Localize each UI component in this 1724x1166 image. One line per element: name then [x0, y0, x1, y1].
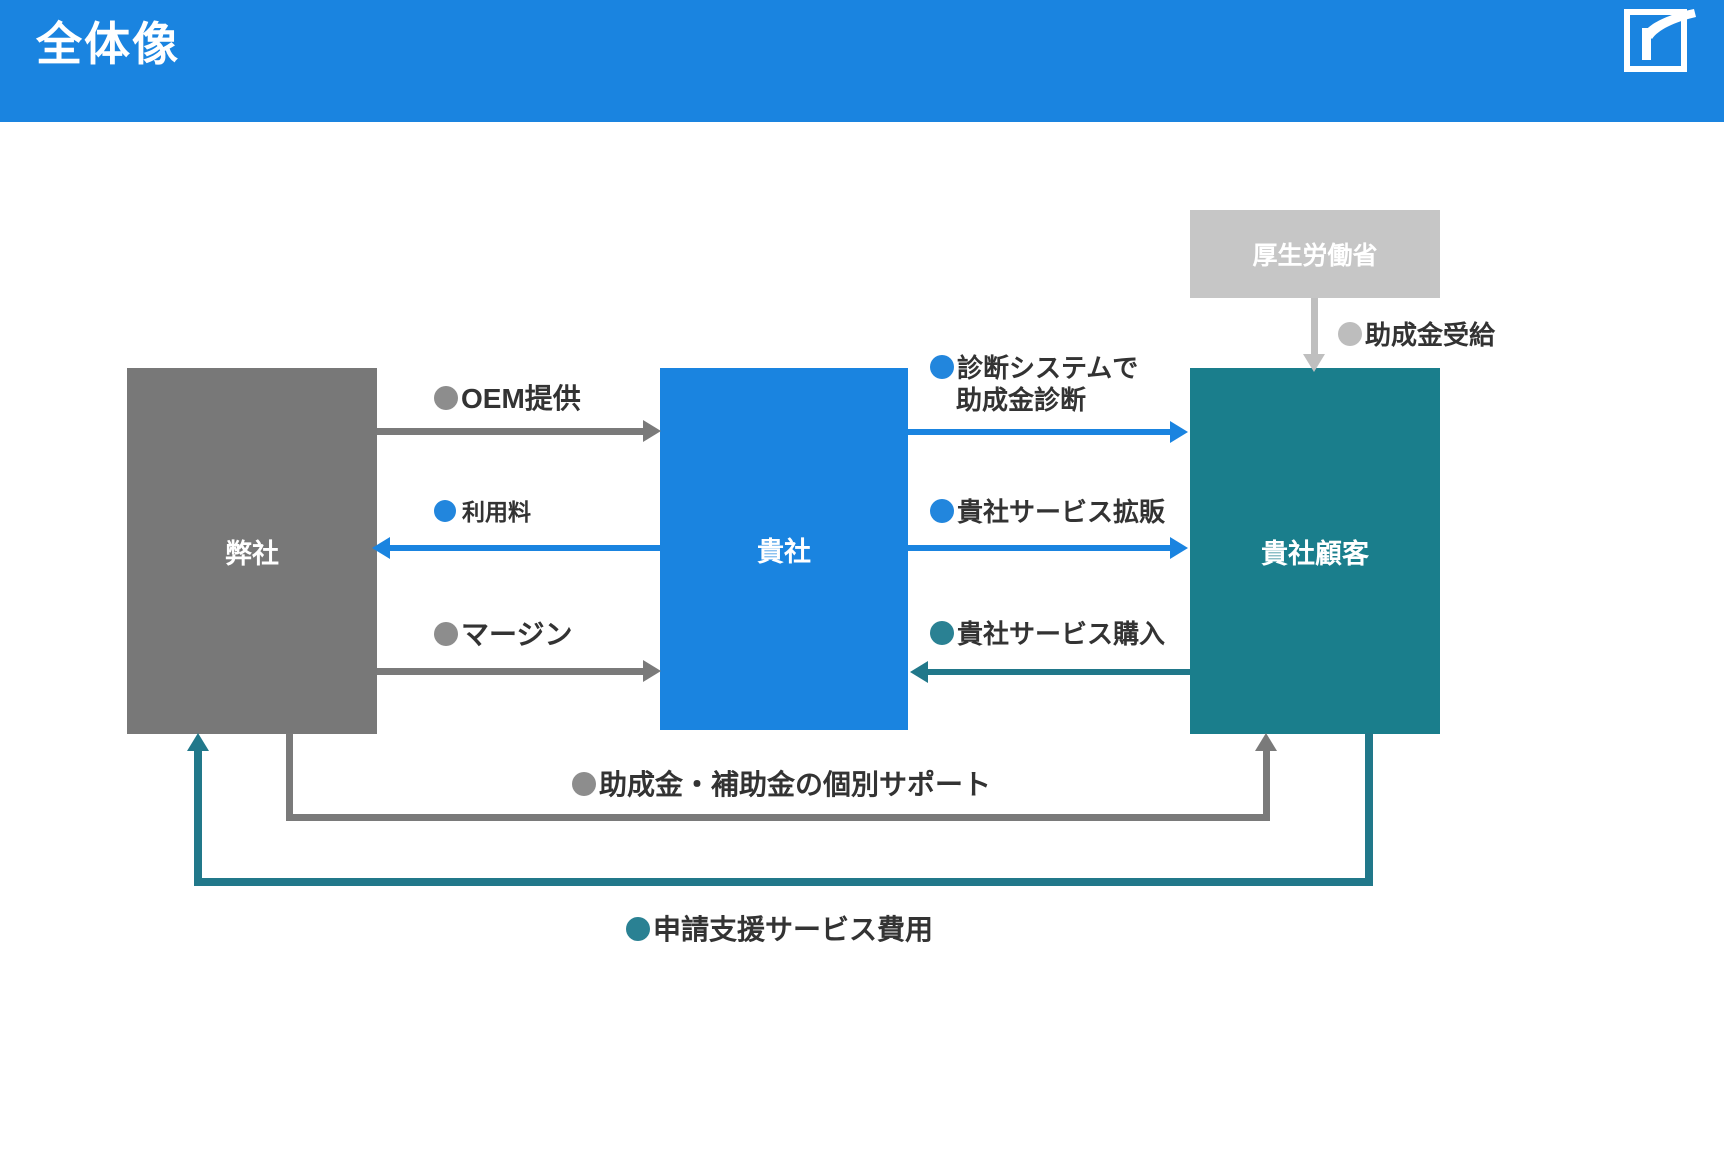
flow-service-purchase-arrowhead [910, 661, 928, 683]
node-mhlw[interactable]: 厚生労働省 [1190, 210, 1440, 298]
flow-margin-arrowhead [643, 660, 661, 682]
flow-subsidy-receipt-label: 助成金受給 [1338, 320, 1495, 352]
flow-usage-fee-arrowhead [372, 537, 390, 559]
flow-diagnosis-arrowhead [1170, 421, 1188, 443]
flow-individual-support-seg-horizontal [286, 814, 1270, 821]
flow-expand-sales-label: 貴社サービス拡販 [930, 497, 1165, 529]
node-our-company[interactable]: 弊社 [127, 368, 377, 734]
flow-individual-support-label: 助成金・補助金の個別サポート [572, 768, 991, 802]
flow-usage-fee-label: 利用料 [434, 498, 531, 526]
bullet-icon-blue [930, 355, 954, 379]
flow-margin-label: マージン [434, 618, 572, 652]
flow-expand-sales-line [908, 545, 1172, 551]
flow-application-fee-seg-down [1365, 733, 1373, 885]
flow-diagnosis-line [908, 429, 1172, 435]
flow-oem-line [377, 428, 645, 435]
flow-application-fee-label: 申請支援サービス費用 [626, 913, 933, 947]
slide-header: 全体像 [0, 0, 1724, 122]
flow-application-fee-arrowhead [187, 733, 209, 751]
bullet-icon-blue [434, 500, 456, 522]
bullet-icon-light-gray [1338, 322, 1362, 346]
flow-usage-fee-line [390, 545, 660, 551]
bullet-icon-teal [930, 621, 954, 645]
page-title: 全体像 [36, 18, 180, 70]
bullet-icon-blue [930, 499, 954, 523]
node-your-company[interactable]: 貴社 [660, 368, 908, 730]
flow-oem-label: OEM提供 [434, 382, 581, 416]
flow-margin-line [377, 668, 645, 675]
bullet-icon-gray [572, 772, 596, 796]
r-mark-logo-icon [1624, 9, 1696, 72]
node-your-customer[interactable]: 貴社顧客 [1190, 368, 1440, 734]
bullet-icon-gray [434, 622, 458, 646]
flow-individual-support-arrowhead [1255, 733, 1277, 751]
flow-application-fee-seg-horizontal [194, 878, 1373, 886]
bullet-icon-gray [434, 386, 458, 410]
flow-expand-sales-arrowhead [1170, 537, 1188, 559]
flow-service-purchase-line [928, 669, 1190, 675]
flow-individual-support-seg-down [286, 733, 293, 821]
flow-subsidy-receipt-line [1311, 298, 1318, 360]
flow-application-fee-seg-up [194, 748, 202, 886]
bullet-icon-teal [626, 917, 650, 941]
flow-oem-arrowhead [643, 420, 661, 442]
flow-service-purchase-label: 貴社サービス購入 [930, 619, 1165, 651]
flow-diagnosis-label: 診断システムで 助成金診断 [930, 353, 1138, 416]
flow-subsidy-receipt-arrowhead [1303, 354, 1325, 372]
flow-individual-support-seg-up [1263, 748, 1270, 821]
